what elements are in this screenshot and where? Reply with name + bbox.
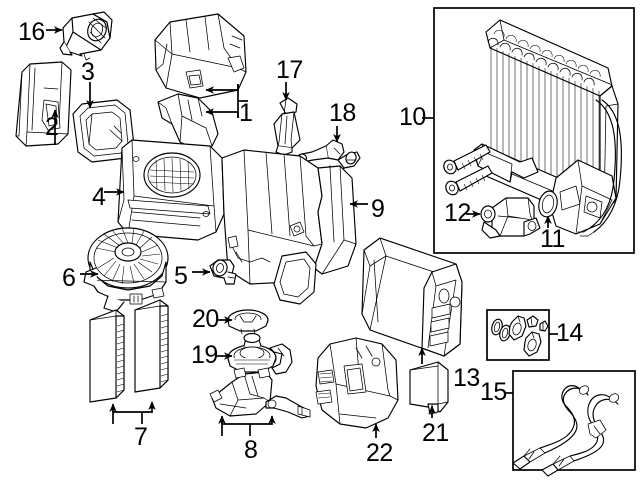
- callout-1: 1: [239, 99, 253, 127]
- part-blower-resistor-module: [59, 11, 113, 61]
- part-heater-hose-lower: [541, 393, 620, 477]
- part-cabin-air-filter-right: [134, 299, 169, 393]
- callout-17: 17: [276, 56, 303, 84]
- callout-13: 13: [453, 364, 480, 392]
- part-o-ring-seal: [538, 190, 558, 218]
- part-drain-valve-assembly: [227, 332, 293, 375]
- leader-7b: [112, 401, 156, 424]
- seal-kit-box: [486, 309, 550, 361]
- part-temperature-sensor: [273, 97, 301, 156]
- callout-22: 22: [366, 439, 393, 467]
- part-heater-hose-upper: [512, 385, 590, 470]
- callout-6: 6: [62, 264, 76, 292]
- part-duct-panel: [209, 367, 273, 417]
- heater-hose-box: [512, 370, 636, 471]
- part-blower-motor-housing-cover: [15, 61, 72, 147]
- part-blower-motor: [83, 227, 169, 313]
- callout-7: 7: [134, 423, 148, 451]
- part-evaporator-bolt-lower: [445, 165, 493, 196]
- part-blend-door-flap: [409, 361, 449, 415]
- part-evaporator-bolt-upper: [443, 144, 491, 175]
- leader-8b: [221, 415, 276, 436]
- callout-16: 16: [18, 18, 45, 46]
- evaporator-box: [433, 7, 635, 254]
- callout-12: 12: [444, 199, 471, 227]
- part-hvac-main-case-assembly: [117, 139, 357, 305]
- part-cabin-air-filter-left: [89, 309, 125, 403]
- part-evaporator-core: [443, 19, 622, 239]
- part-seal-and-clip-kit: [491, 315, 549, 357]
- callout-14: 14: [556, 319, 583, 347]
- callout-9: 9: [371, 195, 385, 223]
- part-heater-core: [361, 237, 463, 357]
- part-expansion-valve: [480, 197, 541, 239]
- callout-2: 2: [45, 113, 59, 141]
- callout-20: 20: [192, 305, 219, 333]
- part-air-duct-cover-lower: [157, 93, 219, 151]
- part-linkage-rod: [265, 395, 311, 419]
- grouping-boxes: [433, 7, 636, 471]
- callout-leaders: [46, 26, 558, 438]
- callout-15: 15: [480, 378, 507, 406]
- part-rear-duct-housing: [315, 337, 399, 429]
- callout-4: 4: [92, 183, 106, 211]
- callout-5: 5: [174, 262, 188, 290]
- callout-19: 19: [191, 341, 218, 369]
- part-drain-cap: [227, 309, 269, 335]
- callout-10: 10: [399, 103, 426, 131]
- callout-11: 11: [540, 225, 565, 253]
- callout-21: 21: [422, 419, 449, 447]
- callout-18: 18: [329, 99, 356, 127]
- callout-8: 8: [244, 436, 258, 464]
- part-housing-seal-gasket: [72, 99, 135, 163]
- part-air-duct-cover-upper: [154, 13, 247, 99]
- callout-3: 3: [81, 58, 95, 86]
- part-mounting-grommet: [209, 259, 237, 285]
